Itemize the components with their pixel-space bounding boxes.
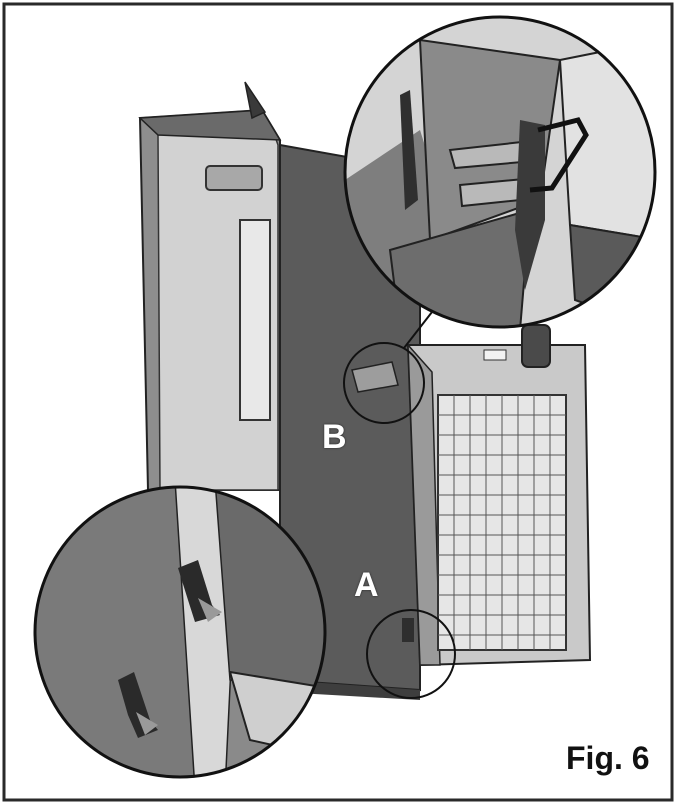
detail-a-zoom [33, 485, 327, 779]
label-a: A [354, 566, 379, 604]
side-window [239, 219, 271, 421]
hinge-b-circle [343, 342, 425, 424]
callout-line-b [403, 311, 433, 349]
filter-connector [521, 324, 551, 368]
filter-module [406, 324, 592, 667]
handle-slot [205, 165, 263, 191]
hinge-a-circle [366, 609, 456, 699]
main-unit [138, 81, 421, 700]
filter-top-latch [483, 349, 507, 361]
label-b: B [322, 418, 347, 456]
figure-caption: Fig. 6 [566, 740, 650, 776]
